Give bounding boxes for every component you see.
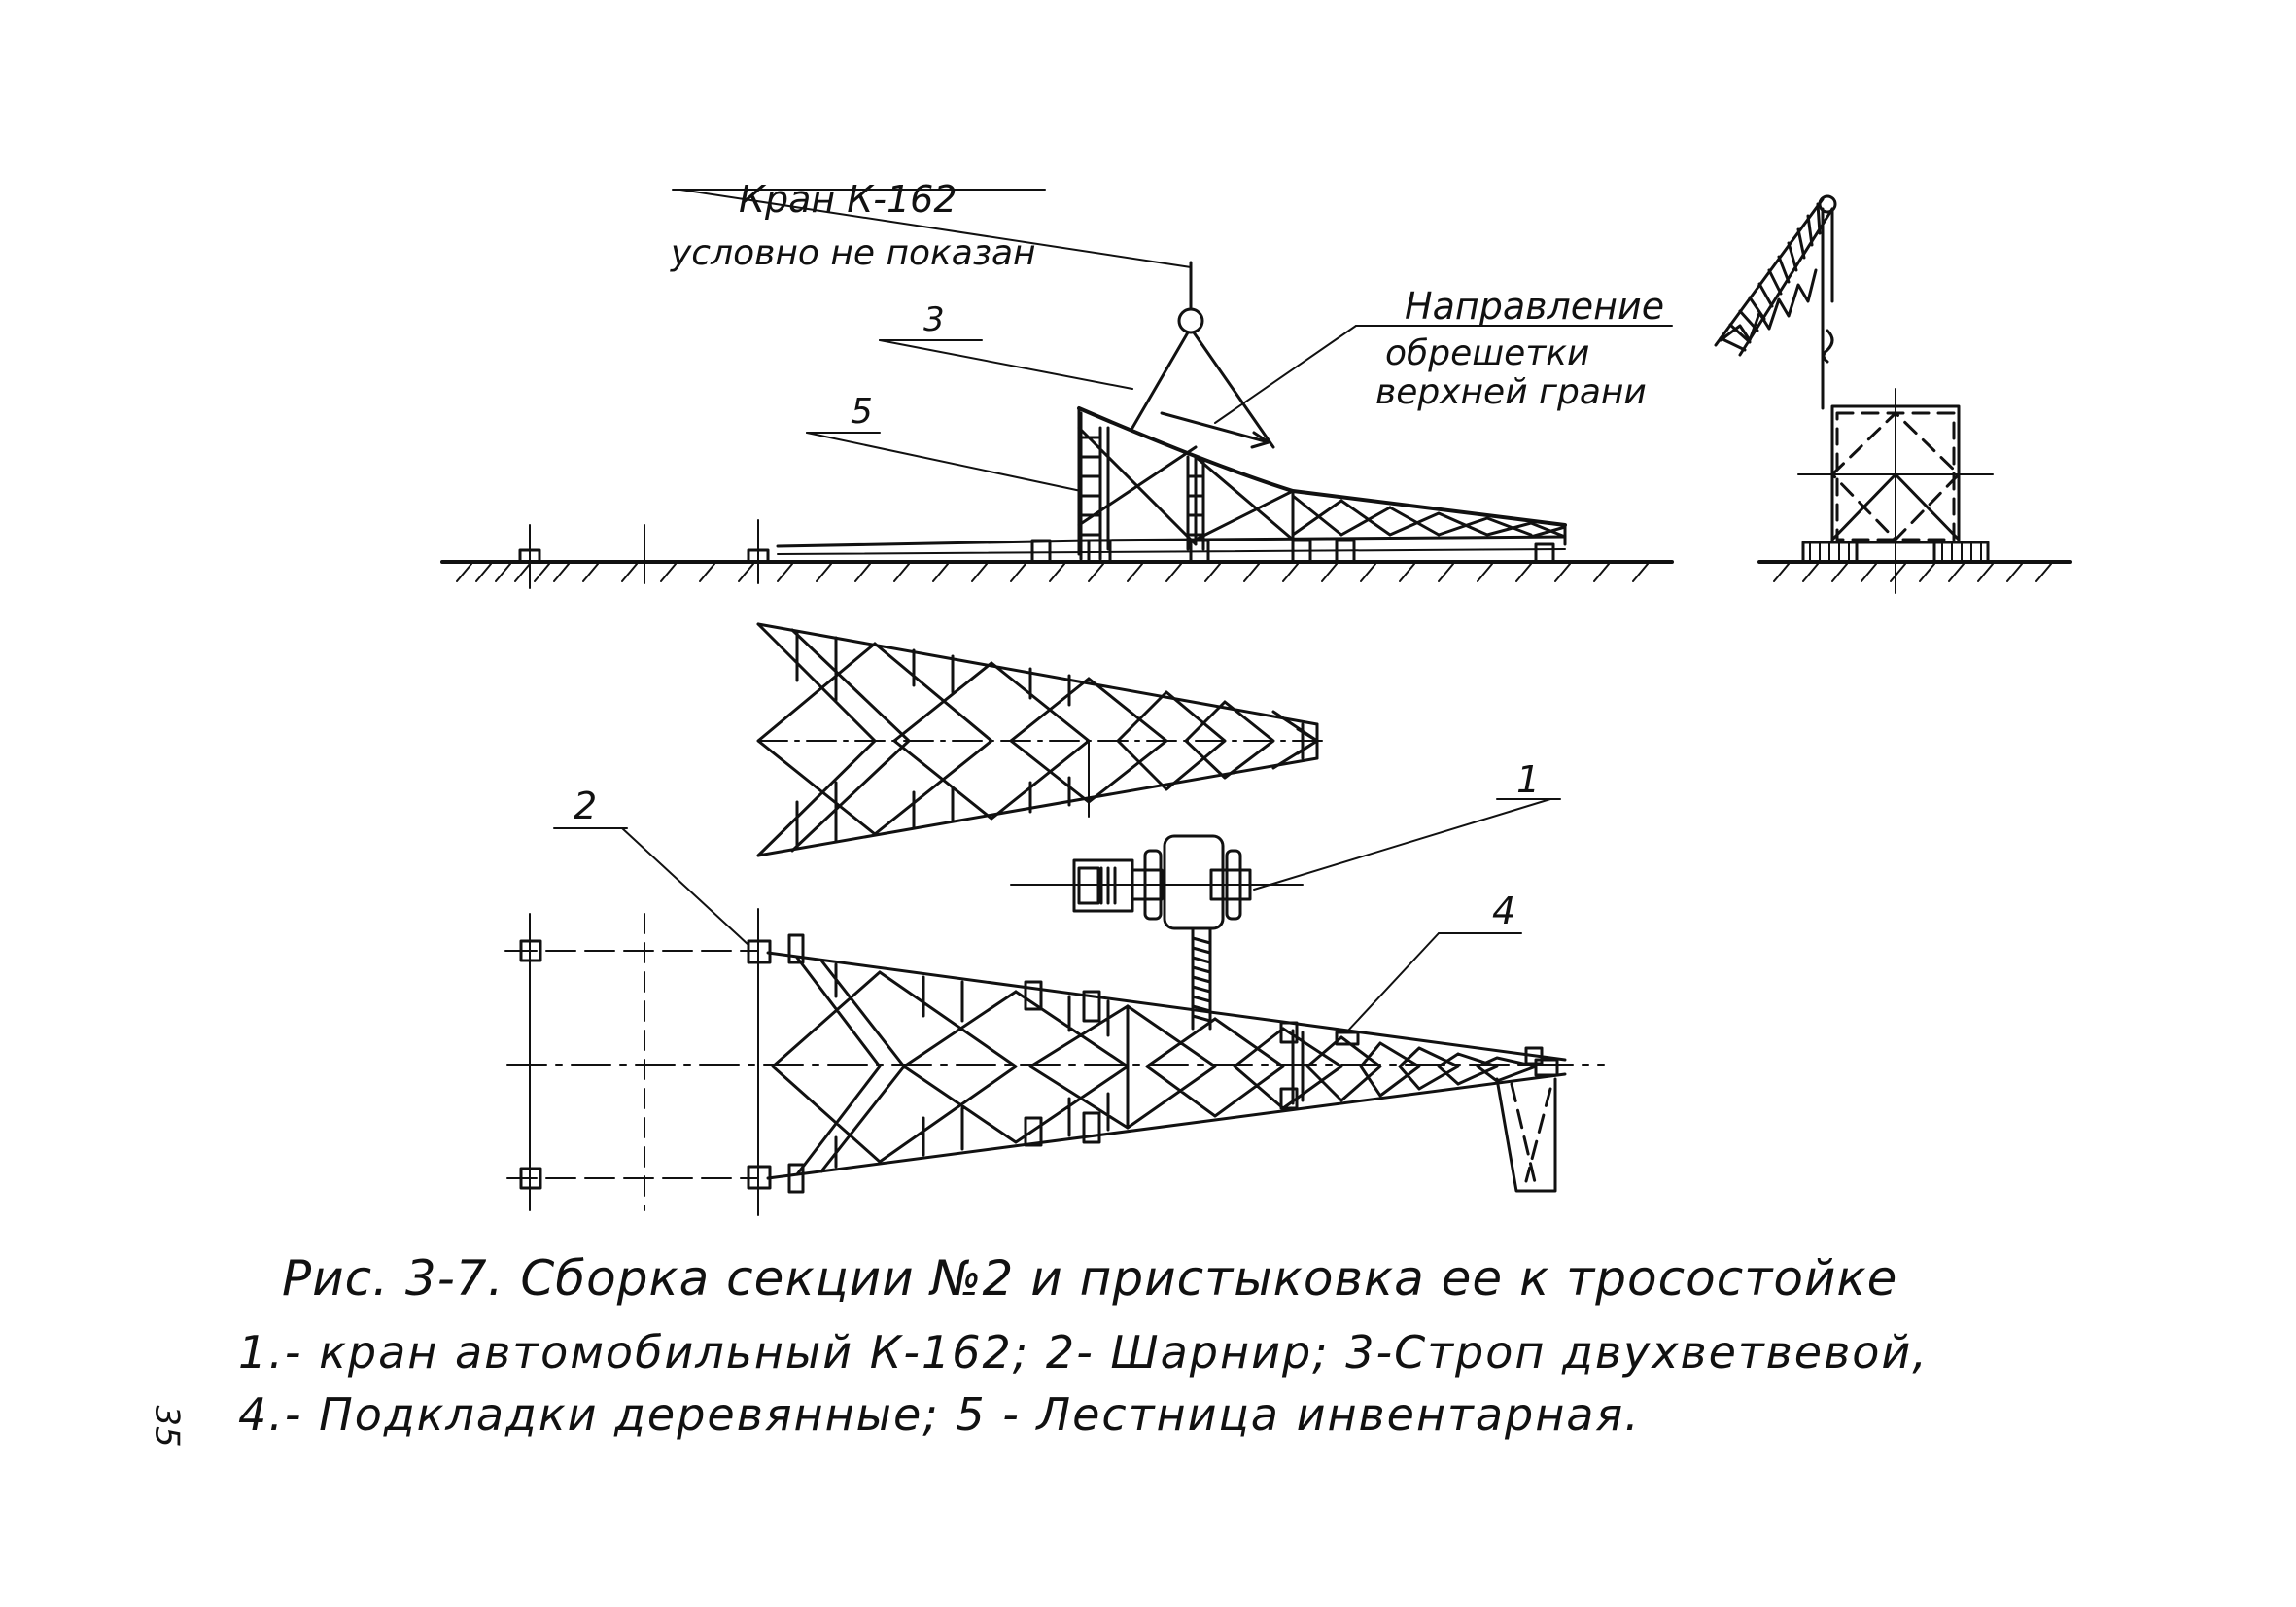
boom-upper-chord [1077,406,1567,527]
leader-2 [621,827,749,946]
support-pad [1030,539,1052,564]
ground-hatching [456,563,1649,582]
callout-1: 1 [1516,758,1540,801]
label-crane-line-1: Кран К-162 [739,178,957,221]
leader-1 [1253,798,1551,891]
callout-2: 2 [574,785,597,827]
support-pad [747,548,770,564]
label-direction-line-3: верхней грани [1375,372,1647,412]
callout-5: 5 [851,392,873,432]
top-face-plan [756,622,1323,857]
inventory-ladder [1079,411,1205,561]
direction-arrow [1160,411,1270,449]
two-branch-sling [1131,261,1275,449]
boom-lattice [1077,406,1567,556]
leader-crane [679,189,1192,268]
leader-direction [1214,325,1357,424]
end-view-with-crane [1714,194,2072,594]
figure-caption-title: Рис. 3-7. Сборка секции №2 и пристыковка… [282,1250,1898,1307]
crane-boom [1714,194,1837,410]
label-direction-line-1: Направление [1405,285,1664,328]
figure-legend-line-2: 4.- Подкладки деревянные; 5 - Лестница и… [238,1388,1641,1441]
label-direction-line-2: обрешетки [1385,333,1589,373]
hinge [519,939,542,962]
boom-lower-chord [776,535,1567,548]
support-pad [518,548,541,564]
figure-legend-line-1: 1.- кран автомобильный К-162; 2- Шарнир;… [238,1326,1929,1379]
crane-plan[interactable] [1010,798,1561,1031]
boom-section-plan [504,827,1605,1216]
callout-4: 4 [1492,890,1515,932]
page-number: 35 [147,1405,187,1448]
leader-4 [1345,932,1440,1033]
leader-sling [879,339,1133,390]
label-crane-line-2: условно не показан [670,233,1036,273]
drawing-labels: Кран К-162 условно не показан Направлени… [574,178,1664,932]
leader-ladder [806,432,1082,492]
support-pad [1534,542,1555,564]
side-elevation-view [440,189,1674,589]
wooden-pads [1024,980,1559,1147]
callout-3: 3 [923,300,945,339]
hinge [519,1167,542,1190]
